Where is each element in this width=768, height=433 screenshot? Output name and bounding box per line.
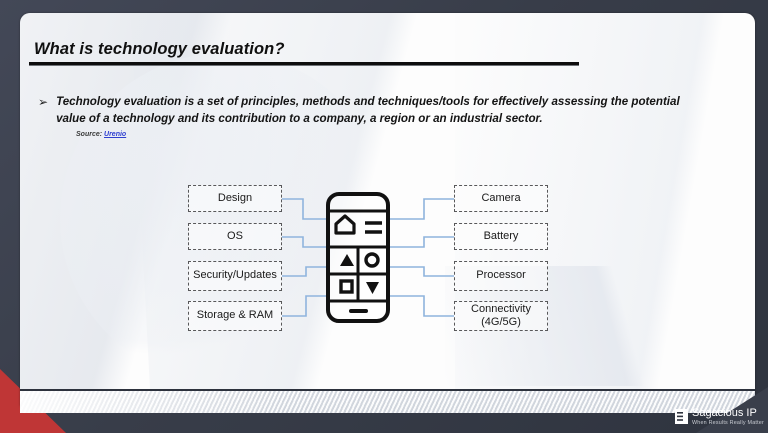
feature-label: Security/Updates (193, 269, 277, 282)
brand-name: Sagacious IP (691, 406, 757, 419)
page-title: What is technology evaluation? (34, 40, 285, 58)
bullet-item: ➢ Technology evaluation is a set of prin… (38, 93, 698, 127)
body-content: ➢ Technology evaluation is a set of prin… (38, 93, 698, 138)
source-attribution: Source: Urenio (76, 131, 698, 138)
feature-box-connectivity[interactable]: Connectivity (4G/5G) (454, 301, 548, 331)
feature-label: Camera (481, 191, 521, 204)
sagacious-logo-icon (674, 409, 688, 425)
feature-box-processor[interactable]: Processor (454, 261, 548, 291)
feature-box-design[interactable]: Design (188, 185, 282, 212)
slide-canvas: What is technology evaluation? ➢ Technol… (20, 13, 755, 406)
source-label: Source: (76, 131, 103, 138)
feature-box-storage-ram[interactable]: Storage & RAM (188, 301, 282, 331)
feature-label: OS (227, 229, 243, 242)
feature-diagram: Design OS Security/Updates Storage & RAM… (20, 163, 755, 353)
feature-label: Battery (483, 229, 519, 242)
brand-text: Sagacious IP When Results Really Matter (691, 406, 764, 426)
feature-box-battery[interactable]: Battery (454, 223, 548, 250)
feature-label: Connectivity (4G/5G) (471, 302, 531, 329)
bullet-text: Technology evaluation is a set of princi… (56, 95, 680, 125)
arrow-bullet-icon: ➢ (38, 95, 49, 109)
connector-lines (282, 198, 454, 317)
brand-logo: Sagacious IP When Results Really Matter (674, 406, 764, 426)
smartphone-icon (326, 192, 390, 323)
brand-tagline: When Results Really Matter (691, 419, 764, 426)
footer-strip (20, 389, 755, 413)
feature-box-os[interactable]: OS (188, 223, 282, 250)
feature-label: Design (217, 191, 253, 204)
feature-label: Storage & RAM (196, 309, 274, 322)
title-underline-rule (29, 62, 579, 66)
feature-box-security-updates[interactable]: Security/Updates (188, 261, 282, 291)
feature-box-camera[interactable]: Camera (454, 185, 548, 212)
footer-strip-highlight (20, 391, 280, 413)
source-link[interactable]: Urenio (104, 131, 127, 138)
feature-label: Processor (476, 269, 526, 282)
